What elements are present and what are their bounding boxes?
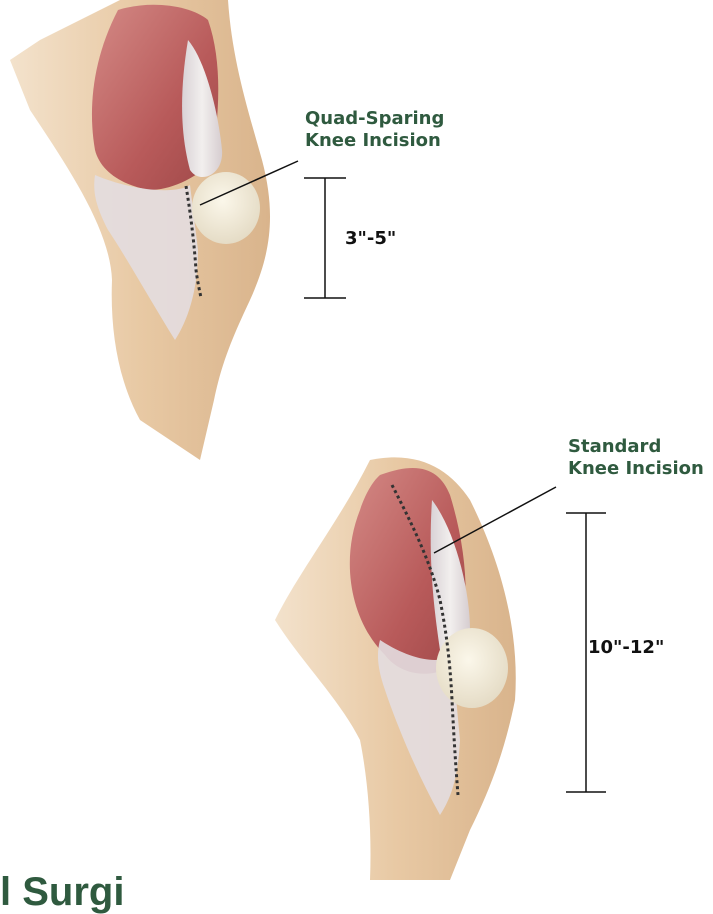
measurement-10-12-inches: 10"-12" xyxy=(588,637,664,659)
knee-illustration-quad-sparing xyxy=(10,0,270,460)
kneecap xyxy=(436,628,508,708)
measurement-3-5-inches: 3"-5" xyxy=(345,228,396,250)
knee-illustration-standard xyxy=(275,457,516,880)
standard-incision-label: Standard Knee Incision xyxy=(568,436,704,480)
dimension-bracket-3-5 xyxy=(304,178,346,298)
footer-partial-heading: l Surgi xyxy=(0,872,124,912)
quad-sparing-incision-label: Quad-Sparing Knee Incision xyxy=(305,108,444,152)
